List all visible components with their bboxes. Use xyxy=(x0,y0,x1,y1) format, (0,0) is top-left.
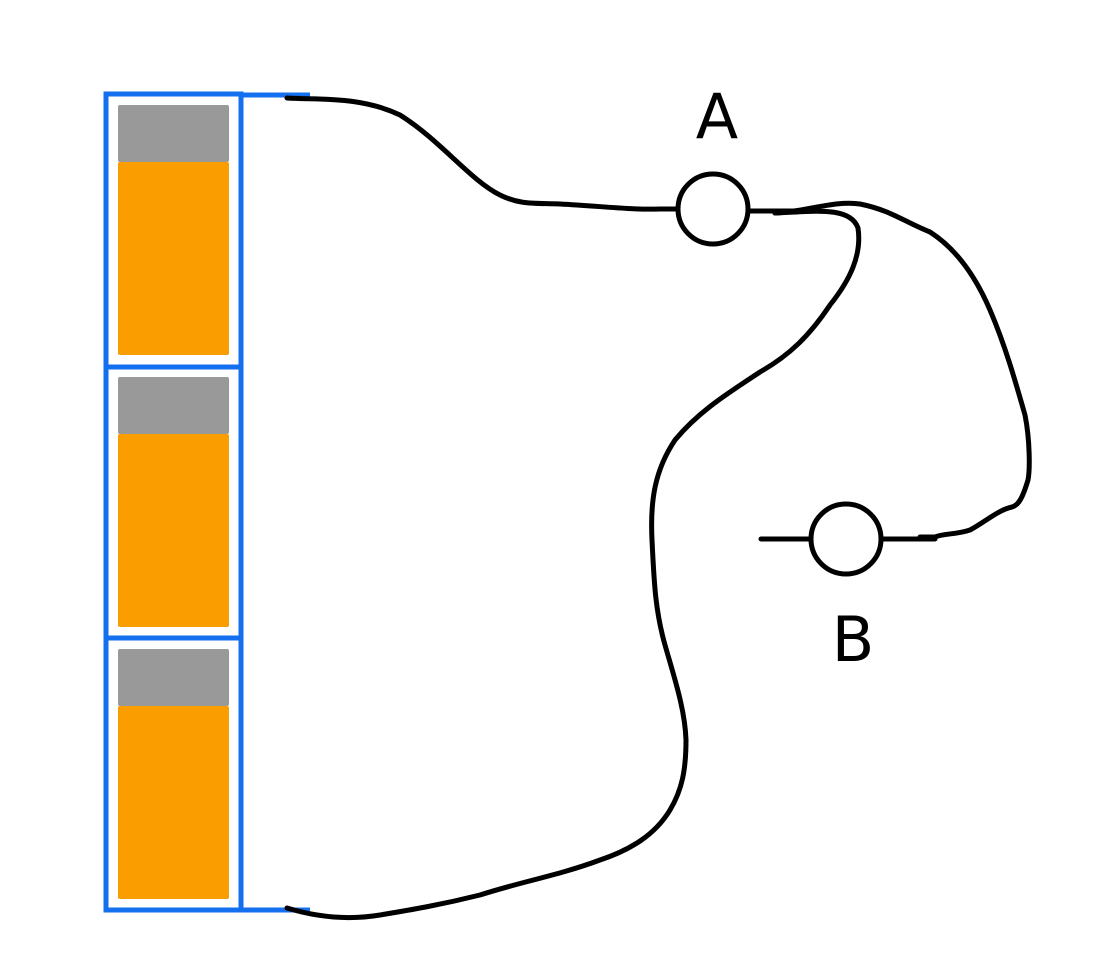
wire-bulb-a-to-bulb-b xyxy=(772,200,1032,540)
bulb-b: B xyxy=(808,501,884,676)
battery-cell-body xyxy=(118,434,229,627)
battery-pack xyxy=(103,91,310,913)
bulb-a-label: A xyxy=(696,80,738,153)
battery-cell-cap xyxy=(118,649,229,706)
wires xyxy=(284,95,1032,921)
bulb-b-label: B xyxy=(832,603,875,676)
bulb-b-circle xyxy=(808,501,884,577)
battery-cell-body xyxy=(118,162,229,355)
battery-outer-frame xyxy=(103,91,244,913)
bulb-a-circle xyxy=(675,171,751,247)
wire-battery-to-bulb-a xyxy=(284,95,681,212)
battery-cell-cap xyxy=(118,377,229,434)
battery-cell-cap xyxy=(118,105,229,162)
wire-bulb-a-to-battery xyxy=(284,208,862,921)
battery-cell xyxy=(118,105,229,355)
battery-cell-body xyxy=(118,706,229,899)
battery-cell xyxy=(118,649,229,899)
battery-cell xyxy=(118,377,229,627)
bulb-a: A xyxy=(675,80,751,247)
